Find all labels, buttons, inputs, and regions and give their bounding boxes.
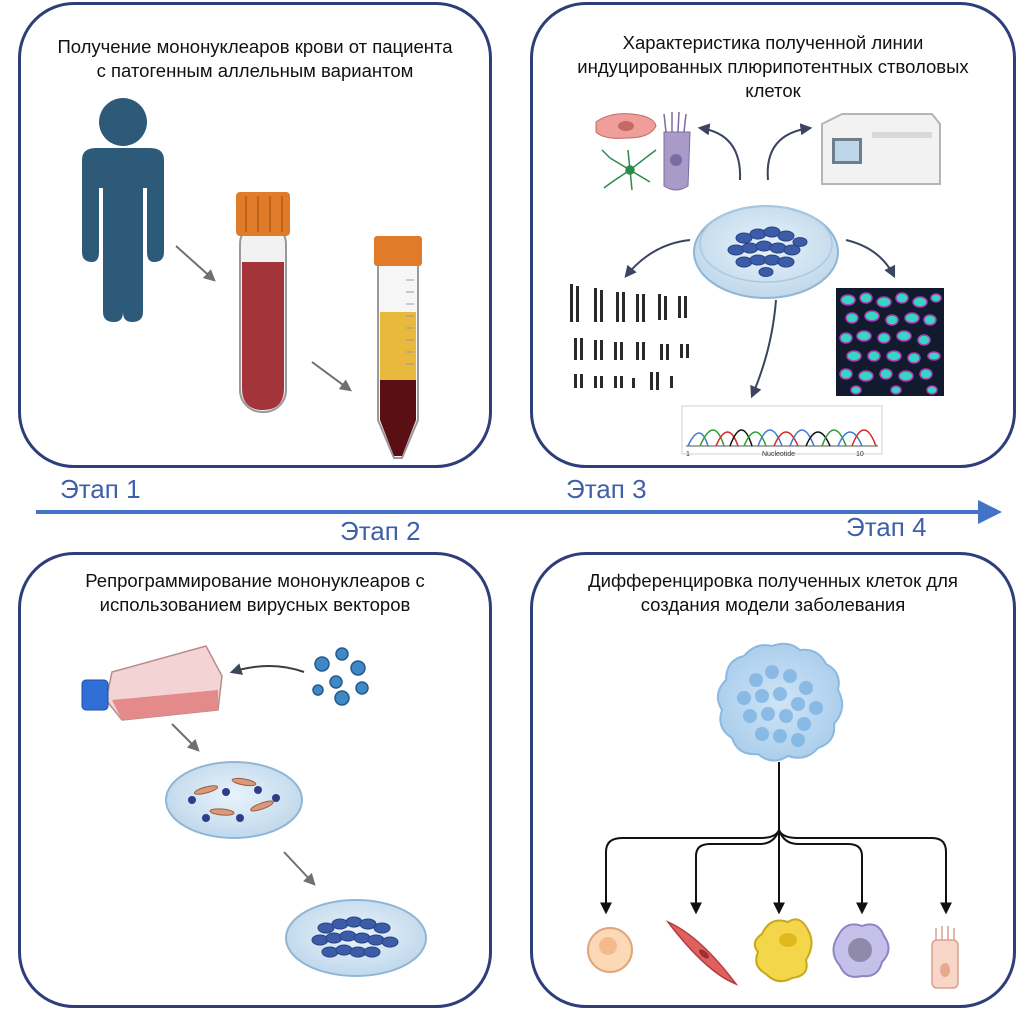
- blood-tube-icon: [236, 192, 290, 413]
- karyotype-icon: [570, 284, 689, 390]
- stage-3-label: Этап 3: [566, 474, 647, 504]
- culture-flask-icon: [81, 645, 223, 721]
- centrifuge-tube-icon: [374, 236, 422, 459]
- patient-person-icon: [82, 98, 164, 322]
- timeline-arrow: [36, 500, 1002, 524]
- arrow-virus-to-flask: [229, 663, 305, 675]
- stage-2-label: Этап 2: [340, 516, 421, 546]
- panel-1-title: Получение мононуклеаров крови от пациент…: [57, 36, 453, 81]
- panel-2-title: Репрограммирование мононуклеаров с испол…: [85, 570, 425, 615]
- ipsc-petri-dish-icon: [693, 205, 839, 299]
- immunofluorescence-image: [836, 288, 944, 396]
- sequencing-chromatogram: 1 10 Nucleotide: [681, 405, 883, 458]
- stage-1-label: Этап 1: [60, 474, 141, 504]
- arrow-to-cells: [697, 123, 742, 181]
- arrow-person-to-tube: [175, 245, 216, 282]
- arrow-to-karyotype: [624, 239, 691, 278]
- arrow-dish-to-colony: [283, 851, 316, 886]
- embryoid-body-icon: [716, 642, 844, 762]
- panel-4-title: Дифференцировка полученных клеток для со…: [588, 570, 958, 615]
- arrow-to-sequencing: [750, 299, 777, 399]
- arrow-to-immunofluorescence: [845, 239, 896, 279]
- differentiation-tree-arrows: [600, 762, 952, 915]
- astrocyte-cell-icon: [753, 918, 813, 983]
- ipsc-colony-dish-icon: [285, 899, 427, 977]
- hepatocyte-cell-icon: [587, 927, 633, 973]
- chromatogram-x-end: 10: [856, 451, 864, 458]
- panel-3-title: Характеристика полученной линии индуциро…: [577, 32, 969, 101]
- arrow-to-analyzer: [766, 123, 813, 181]
- muscle-cell-icon: [665, 920, 739, 986]
- reprogramming-petri-dish-icon: [165, 761, 303, 839]
- macrophage-cell-icon: [832, 923, 890, 978]
- arrow-tube-to-centrifuge: [311, 361, 352, 392]
- chromatogram-x-start: 1: [686, 451, 690, 458]
- stage-4-label: Этап 4: [846, 512, 927, 542]
- epithelial-cell-icon: [931, 926, 959, 989]
- analyzer-instrument-icon: [821, 113, 941, 185]
- differentiated-cells-icon: [595, 111, 691, 191]
- chromatogram-xlabel: Nucleotide: [762, 451, 795, 458]
- virus-icon: [312, 647, 369, 706]
- arrow-flask-to-dish: [171, 723, 200, 752]
